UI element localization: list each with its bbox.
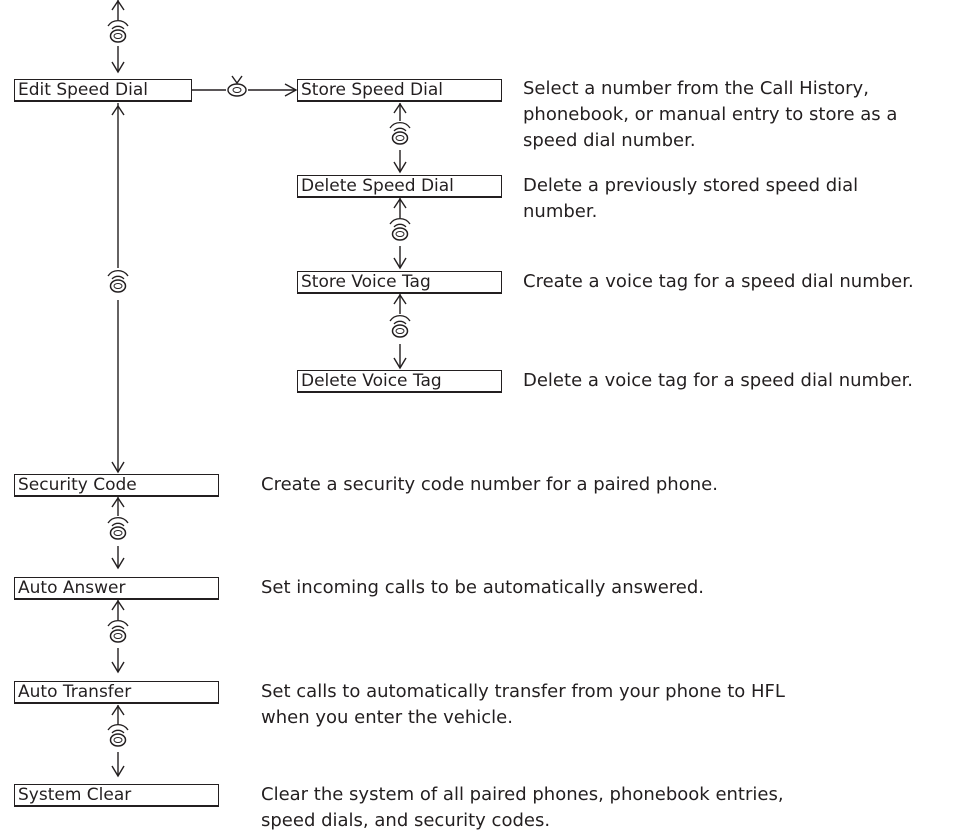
menu-item-auto-answer[interactable]: Auto Answer (14, 577, 219, 600)
arrow-up-icon (111, 599, 125, 611)
submenu-item-store-speed-dial[interactable]: Store Speed Dial (297, 79, 502, 102)
selector-knob-rotate-icon (107, 269, 129, 293)
description-line: Delete a previously stored speed dial (523, 175, 859, 196)
arrow-down-icon (111, 557, 125, 570)
description-system-clear: Clear the system of all paired phones, p… (261, 782, 784, 834)
description-store-speed-dial: Select a number from the Call History, p… (523, 76, 897, 154)
description-line: when you enter the vehicle. (261, 707, 513, 728)
menu-item-auto-transfer[interactable]: Auto Transfer (14, 681, 219, 704)
selector-knob-rotate-icon (389, 314, 411, 338)
submenu-item-delete-speed-dial[interactable]: Delete Speed Dial (297, 175, 502, 198)
menu-item-edit-speed-dial[interactable]: Edit Speed Dial (14, 79, 192, 102)
description-line: Create a security code number for a pair… (261, 474, 718, 495)
arrow-up-icon (393, 293, 407, 305)
selector-knob-rotate-icon (107, 723, 129, 747)
arrow-up-icon (111, 704, 125, 716)
description-line: Create a voice tag for a speed dial numb… (523, 271, 914, 292)
submenu-item-store-voice-tag[interactable]: Store Voice Tag (297, 271, 502, 294)
description-auto-answer: Set incoming calls to be automatically a… (261, 575, 704, 601)
arrow-up-icon (393, 102, 407, 114)
arrow-down-icon (393, 161, 407, 174)
menu-item-security-code[interactable]: Security Code (14, 474, 219, 497)
description-delete-voice-tag: Delete a voice tag for a speed dial numb… (523, 368, 913, 394)
description-line: Set incoming calls to be automatically a… (261, 577, 705, 598)
menu-item-system-clear[interactable]: System Clear (14, 784, 219, 807)
arrow-down-icon (111, 765, 125, 778)
description-store-voice-tag: Create a voice tag for a speed dial numb… (523, 269, 914, 295)
description-delete-speed-dial: Delete a previously stored speed dial nu… (523, 173, 858, 225)
selector-knob-rotate-icon (107, 516, 129, 540)
description-line: Clear the system of all paired phones, p… (261, 784, 784, 805)
selector-knob-rotate-icon (107, 619, 129, 643)
description-line: speed dial number. (523, 130, 696, 151)
description-line: number. (523, 201, 598, 222)
arrow-down-icon (111, 461, 125, 474)
arrow-up-icon (111, 104, 125, 116)
description-line: speed dials, and security codes. (261, 810, 551, 831)
description-line: Select a number from the Call History, (523, 78, 869, 99)
description-line: Delete a voice tag for a speed dial numb… (523, 370, 914, 391)
arrow-right-icon (284, 83, 298, 97)
arrow-down-icon (111, 661, 125, 674)
description-auto-transfer: Set calls to automatically transfer from… (261, 679, 785, 731)
arrow-down-icon (111, 61, 125, 74)
description-line: phonebook, or manual entry to store as a (523, 104, 898, 125)
arrow-down-icon (393, 357, 407, 370)
selector-knob-press-icon (227, 75, 247, 97)
arrow-up-icon (393, 197, 407, 209)
arrow-up-icon (111, 496, 125, 508)
description-line: Set calls to automatically transfer from… (261, 681, 785, 702)
selector-knob-rotate-icon (389, 121, 411, 145)
arrow-up-icon (111, 0, 125, 11)
description-security-code: Create a security code number for a pair… (261, 472, 718, 498)
arrow-down-icon (393, 257, 407, 270)
selector-knob-rotate-icon (107, 19, 129, 43)
submenu-item-delete-voice-tag[interactable]: Delete Voice Tag (297, 370, 502, 393)
selector-knob-rotate-icon (389, 217, 411, 241)
